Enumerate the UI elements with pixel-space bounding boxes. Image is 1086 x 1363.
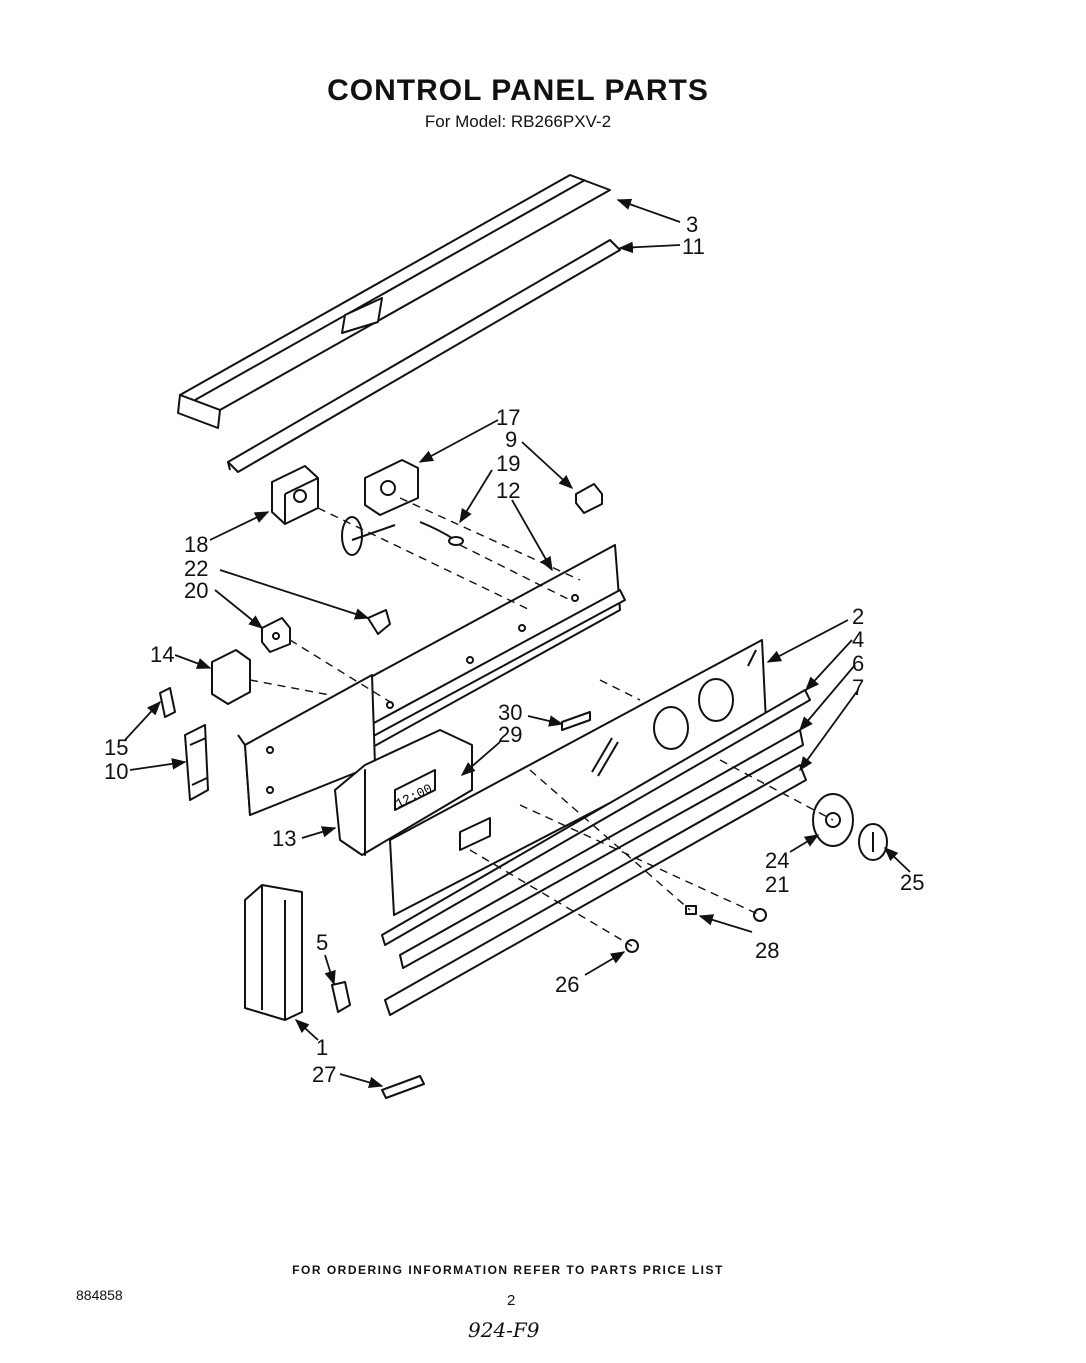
part-clip (575, 483, 603, 514)
callout-15: 15 (104, 735, 128, 760)
part-bracket (364, 459, 419, 516)
callout-21: 21 (765, 872, 789, 897)
callout-20: 20 (184, 578, 208, 603)
part-motor (271, 465, 319, 525)
callout-labels: 3 11 17 9 19 12 18 22 20 14 15 10 2 4 6 … (104, 212, 924, 1087)
ordering-note: FOR ORDERING INFORMATION REFER TO PARTS … (292, 1263, 724, 1277)
callout-26: 26 (555, 972, 579, 997)
callout-17: 17 (496, 405, 520, 430)
part-cover (211, 649, 251, 705)
document-number: 884858 (76, 1287, 123, 1303)
callout-2: 2 (852, 604, 864, 629)
callout-1: 1 (316, 1035, 328, 1060)
part-top-channel (177, 174, 611, 429)
callout-18: 18 (184, 532, 208, 557)
part-spring-clip (159, 687, 176, 718)
part-control-bracket (237, 544, 626, 816)
callout-13: 13 (272, 826, 296, 851)
callout-12: 12 (496, 478, 520, 503)
callout-27: 27 (312, 1062, 336, 1087)
part-support-bracket (184, 724, 209, 801)
part-end-cap (244, 884, 303, 1021)
callout-6: 6 (852, 651, 864, 676)
part-switch (261, 617, 291, 653)
callout-30: 30 (498, 700, 522, 725)
callout-5: 5 (316, 930, 328, 955)
page-number: 2 (507, 1292, 516, 1309)
callout-7: 7 (852, 675, 864, 700)
handwritten-note: 924-F9 (468, 1318, 540, 1342)
part-panel-trims (381, 689, 811, 1016)
callout-19: 19 (496, 451, 520, 476)
callout-28: 28 (755, 938, 779, 963)
callout-22: 22 (184, 556, 208, 581)
callout-9: 9 (505, 427, 517, 452)
callout-3: 3 (686, 212, 698, 237)
part-fasteners (625, 905, 767, 953)
part-bracket-clip (561, 711, 591, 731)
model-subtitle: For Model: RB266PXV-2 (424, 112, 612, 131)
callout-29: 29 (498, 722, 522, 747)
callout-leaders (124, 198, 911, 1088)
part-wedge (331, 981, 351, 1013)
callout-14: 14 (150, 642, 174, 667)
part-small-bracket (381, 1075, 425, 1099)
alignment-lines (249, 497, 834, 947)
part-wire-lead (419, 521, 464, 546)
callout-4: 4 (852, 627, 864, 652)
part-small-clip (367, 609, 391, 635)
page-title: CONTROL PANEL PARTS (327, 74, 709, 107)
part-knob (858, 823, 888, 861)
callout-11: 11 (682, 234, 705, 259)
callout-24: 24 (765, 848, 789, 873)
callout-25: 25 (900, 870, 924, 895)
callout-10: 10 (104, 759, 128, 784)
